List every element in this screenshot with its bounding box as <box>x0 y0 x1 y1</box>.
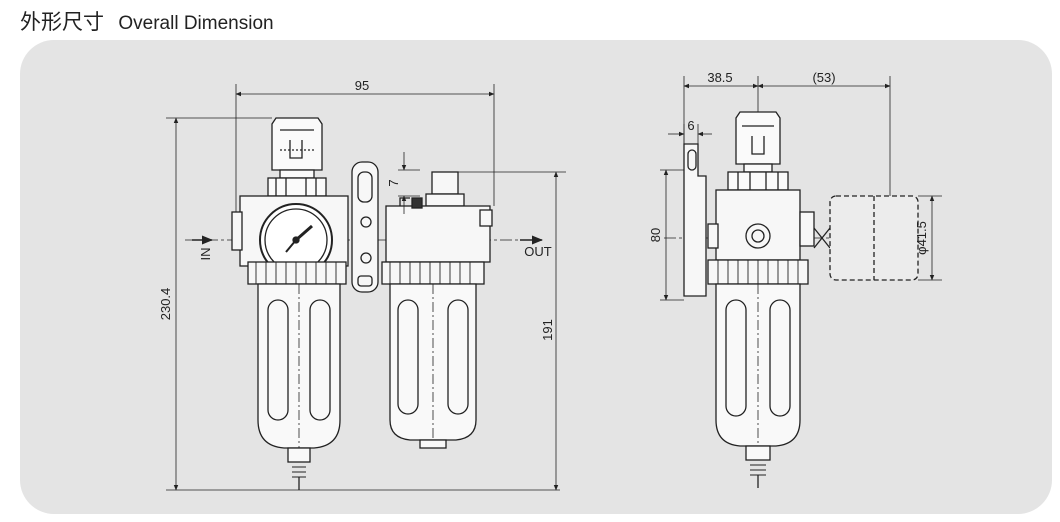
dim-gauge-diameter: φ41.5 <box>914 221 929 255</box>
pressure-gauge <box>259 203 333 277</box>
side-mounting-bracket <box>683 143 707 297</box>
label-in: IN <box>198 248 213 261</box>
dim-mount-80: 80 <box>648 228 663 242</box>
dim-height-191: 191 <box>540 319 555 341</box>
dim-side-right: (53) <box>812 70 835 85</box>
page-title: 外形尺寸 Overall Dimension <box>20 6 274 36</box>
dim-total-height: 230.4 <box>158 288 173 321</box>
connector-bracket <box>351 161 379 293</box>
title-english: Overall Dimension <box>118 13 274 34</box>
label-out: OUT <box>524 244 552 259</box>
side-gauge <box>813 195 919 281</box>
dim-bracket-6: 6 <box>687 118 694 133</box>
regulator-knob <box>267 117 327 197</box>
dim-side-left: 38.5 <box>707 70 732 85</box>
filter-bowl <box>257 283 341 490</box>
dim-width-95: 95 <box>355 78 369 93</box>
dim-port-offset: 7 <box>386 179 401 186</box>
front-view <box>166 84 566 491</box>
side-view <box>660 76 942 488</box>
lubricator-bowl <box>389 283 477 449</box>
title-chinese: 外形尺寸 <box>20 10 104 34</box>
